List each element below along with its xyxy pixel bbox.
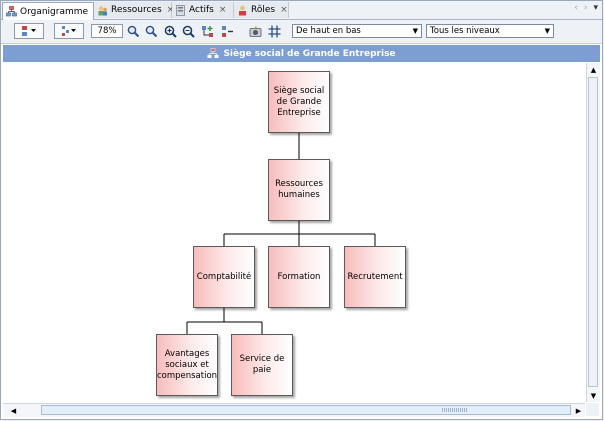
toolbar: 78% [1,20,602,44]
levels-select[interactable]: Tous les niveaux ▼ [426,24,554,38]
zoom-out-icon [145,25,157,37]
layout-menu-button[interactable] [14,23,44,39]
direction-select[interactable]: De haut en bas ▼ [292,24,422,38]
org-chart-icon [6,6,17,17]
vertical-scroll-thumb[interactable] [588,77,598,387]
grid-icon [268,25,280,37]
orientation-icon [62,26,76,36]
tab-organigramme[interactable]: Organigramme × [2,2,101,20]
org-node-label: Service de paie [239,354,285,375]
tab-label: Actifs [189,5,214,15]
zoom-actual-button[interactable] [181,24,195,38]
tab-actifs[interactable]: Actifs × [172,2,234,18]
scroll-left-icon[interactable]: ◀ [10,406,17,415]
chevron-down-icon: ▼ [544,27,550,35]
scrollbar-corner [586,403,599,416]
scroll-tabs-left-icon[interactable]: ‹ [574,3,578,13]
zoom-in-button[interactable] [126,24,140,38]
resources-icon [98,5,107,15]
orientation-menu-button[interactable] [54,23,84,39]
chart-header-banner: Siège social de Grande Entreprise [3,45,600,62]
vertical-scrollbar[interactable]: ▲ ▼ [586,63,600,402]
tab-navigation: ‹ › ▾ [574,3,598,13]
close-tab-icon[interactable]: × [280,5,288,15]
assets-icon [176,4,185,16]
connector-rh-children [223,221,376,246]
tab-ressources[interactable]: Ressources × [94,2,175,18]
org-node-label: Recrutement [347,271,403,282]
layout-icon [22,26,36,36]
zoom-actual-icon [182,25,195,38]
scroll-up-icon[interactable]: ▲ [590,65,597,74]
grid-toggle-button[interactable] [267,24,281,38]
expand-icon [201,25,213,37]
org-node-label: Siège social de Grande Entreprise [273,85,325,118]
zoom-fit-button[interactable] [163,24,177,38]
org-node-recrutement[interactable]: Recrutement [344,246,406,308]
org-node-root[interactable]: Siège social de Grande Entreprise [268,71,330,133]
camera-icon [249,25,261,37]
org-node-label: Comptabilité [196,271,252,282]
levels-select-value: Tous les niveaux [430,26,500,36]
org-node-ressources-humaines[interactable]: Ressources humaines [268,159,330,221]
org-node-formation[interactable]: Formation [268,246,330,308]
org-node-label: Ressources humaines [275,179,323,200]
close-tab-icon[interactable]: × [166,5,175,15]
snapshot-button[interactable] [248,24,262,38]
org-node-service-de-paie[interactable]: Service de paie [231,334,293,396]
org-node-comptabilite[interactable]: Comptabilité [193,246,255,308]
org-node-avantages-sociaux[interactable]: Avantages sociaux et compensation [156,334,218,396]
org-node-label: Formation [277,271,321,282]
collapse-all-button[interactable] [220,24,234,38]
zoom-in-icon [127,25,139,37]
zoom-out-button[interactable] [144,24,158,38]
zoom-level-field[interactable]: 78% [91,24,123,38]
tab-list-dropdown-icon[interactable]: ▾ [593,3,598,13]
tab-strip: Organigramme × Ressources × Actifs × [1,1,602,20]
org-node-label: Avantages sociaux et compensation [156,348,218,381]
direction-select-value: De haut en bas [296,26,361,36]
horizontal-scrollbar[interactable]: ◀ ▶ [3,403,585,417]
tab-roles[interactable]: Rôles × [234,2,289,18]
collapse-icon [221,25,233,37]
chart-header-title: Siège social de Grande Entreprise [223,48,396,59]
expand-all-button[interactable] [200,24,214,38]
scroll-down-icon[interactable]: ▼ [590,391,597,400]
scroll-grip [442,408,468,412]
horizontal-scroll-thumb[interactable] [41,405,571,415]
scroll-tabs-right-icon[interactable]: › [583,3,588,13]
chevron-down-icon: ▼ [412,27,418,35]
tab-label: Ressources [111,5,162,15]
org-chart-icon [207,48,219,58]
scroll-right-icon[interactable]: ▶ [575,406,582,415]
connector-compta-children [186,308,263,334]
zoom-fit-icon [164,25,177,38]
org-chart-connectors [186,133,376,334]
tab-label: Rôles [251,5,276,15]
close-tab-icon[interactable]: × [218,5,227,15]
roles-icon [239,5,246,15]
org-chart-canvas[interactable]: Siège social de Grande Entreprise Ressou… [3,63,585,402]
tab-label: Organigramme [20,6,89,17]
